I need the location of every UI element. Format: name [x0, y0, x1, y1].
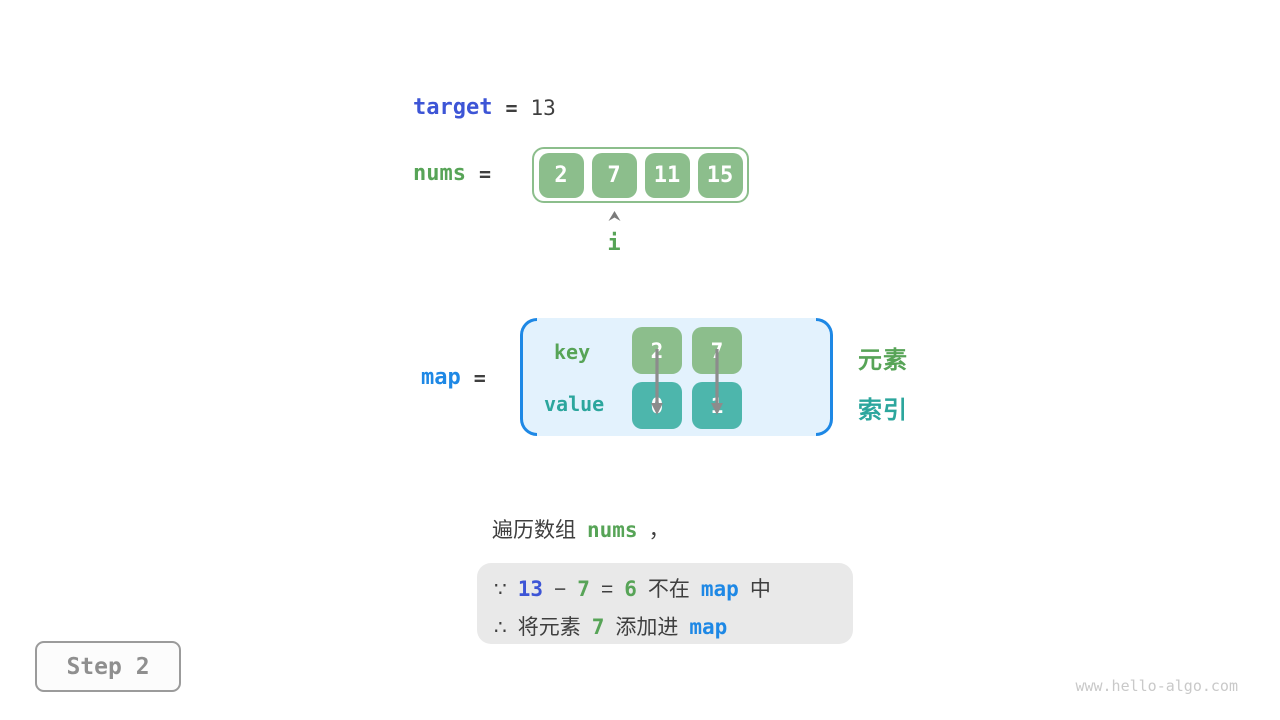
map-container: key value 2 7 0 1	[520, 318, 833, 436]
array-cell: 7	[591, 152, 637, 198]
caption-line: 遍历数组 nums ，	[492, 514, 670, 544]
map-line-label: map =	[421, 365, 486, 390]
nums-variable-name: nums	[413, 161, 466, 186]
equals-sign: =	[600, 578, 614, 601]
caption-comma: ，	[648, 519, 670, 542]
equals-sign: =	[473, 365, 486, 390]
element-value-token: 7	[577, 577, 590, 601]
reasoning-note-box: ∵ 13 − 7 = 6 不在 map 中 ∴ 将元素 7 添加进 map	[477, 563, 853, 644]
add-into-text: 添加进	[615, 616, 679, 639]
map-bracket-right-icon	[816, 318, 833, 436]
map-value-row-label: value	[544, 392, 605, 416]
note-line-because: ∵ 13 − 7 = 6 不在 map 中	[494, 573, 853, 607]
nums-line-label: nums =	[413, 161, 491, 186]
step-badge: Step 2	[35, 641, 181, 692]
array-cell: 2	[538, 152, 584, 198]
map-token: map	[700, 577, 739, 601]
equals-sign: =	[478, 161, 492, 186]
map-key-cell: 2	[632, 327, 682, 374]
because-symbol: ∵	[494, 579, 507, 601]
nums-array: 2 7 11 15	[532, 147, 749, 203]
caption-prefix: 遍历数组	[492, 519, 576, 542]
target-value: 13	[530, 95, 556, 120]
minus-sign: −	[554, 578, 567, 601]
difference-value-token: 6	[624, 577, 637, 601]
equals-sign: =	[505, 95, 518, 120]
element-value-token: 7	[591, 615, 605, 639]
map-value-cell: 1	[692, 382, 742, 429]
note-line-therefore: ∴ 将元素 7 添加进 map	[494, 611, 853, 645]
in-suffix-text: 中	[749, 578, 771, 601]
target-variable-name: target	[413, 95, 493, 120]
pointer-arrow-icon	[608, 211, 621, 221]
target-line: target = 13	[413, 95, 556, 120]
array-cell: 15	[697, 152, 743, 198]
caption-nums-token: nums	[587, 518, 638, 542]
map-variable-name: map	[421, 365, 461, 390]
map-bracket-left-icon	[520, 318, 537, 436]
map-key-cell: 7	[692, 327, 742, 374]
element-side-label: 元素	[858, 347, 908, 374]
index-pointer-label: i	[607, 231, 621, 256]
add-element-text: 将元素	[517, 616, 581, 639]
step-badge-label: Step 2	[66, 653, 150, 680]
array-cell: 11	[644, 152, 690, 198]
map-value-cell: 0	[632, 382, 682, 429]
target-value-token: 13	[517, 577, 544, 601]
map-key-row-label: key	[554, 340, 591, 364]
therefore-symbol: ∴	[494, 617, 507, 639]
index-side-label: 索引	[858, 397, 908, 424]
watermark-text: www.hello-algo.com	[1075, 677, 1238, 695]
map-token: map	[689, 615, 728, 639]
not-in-text: 不在	[647, 578, 690, 601]
